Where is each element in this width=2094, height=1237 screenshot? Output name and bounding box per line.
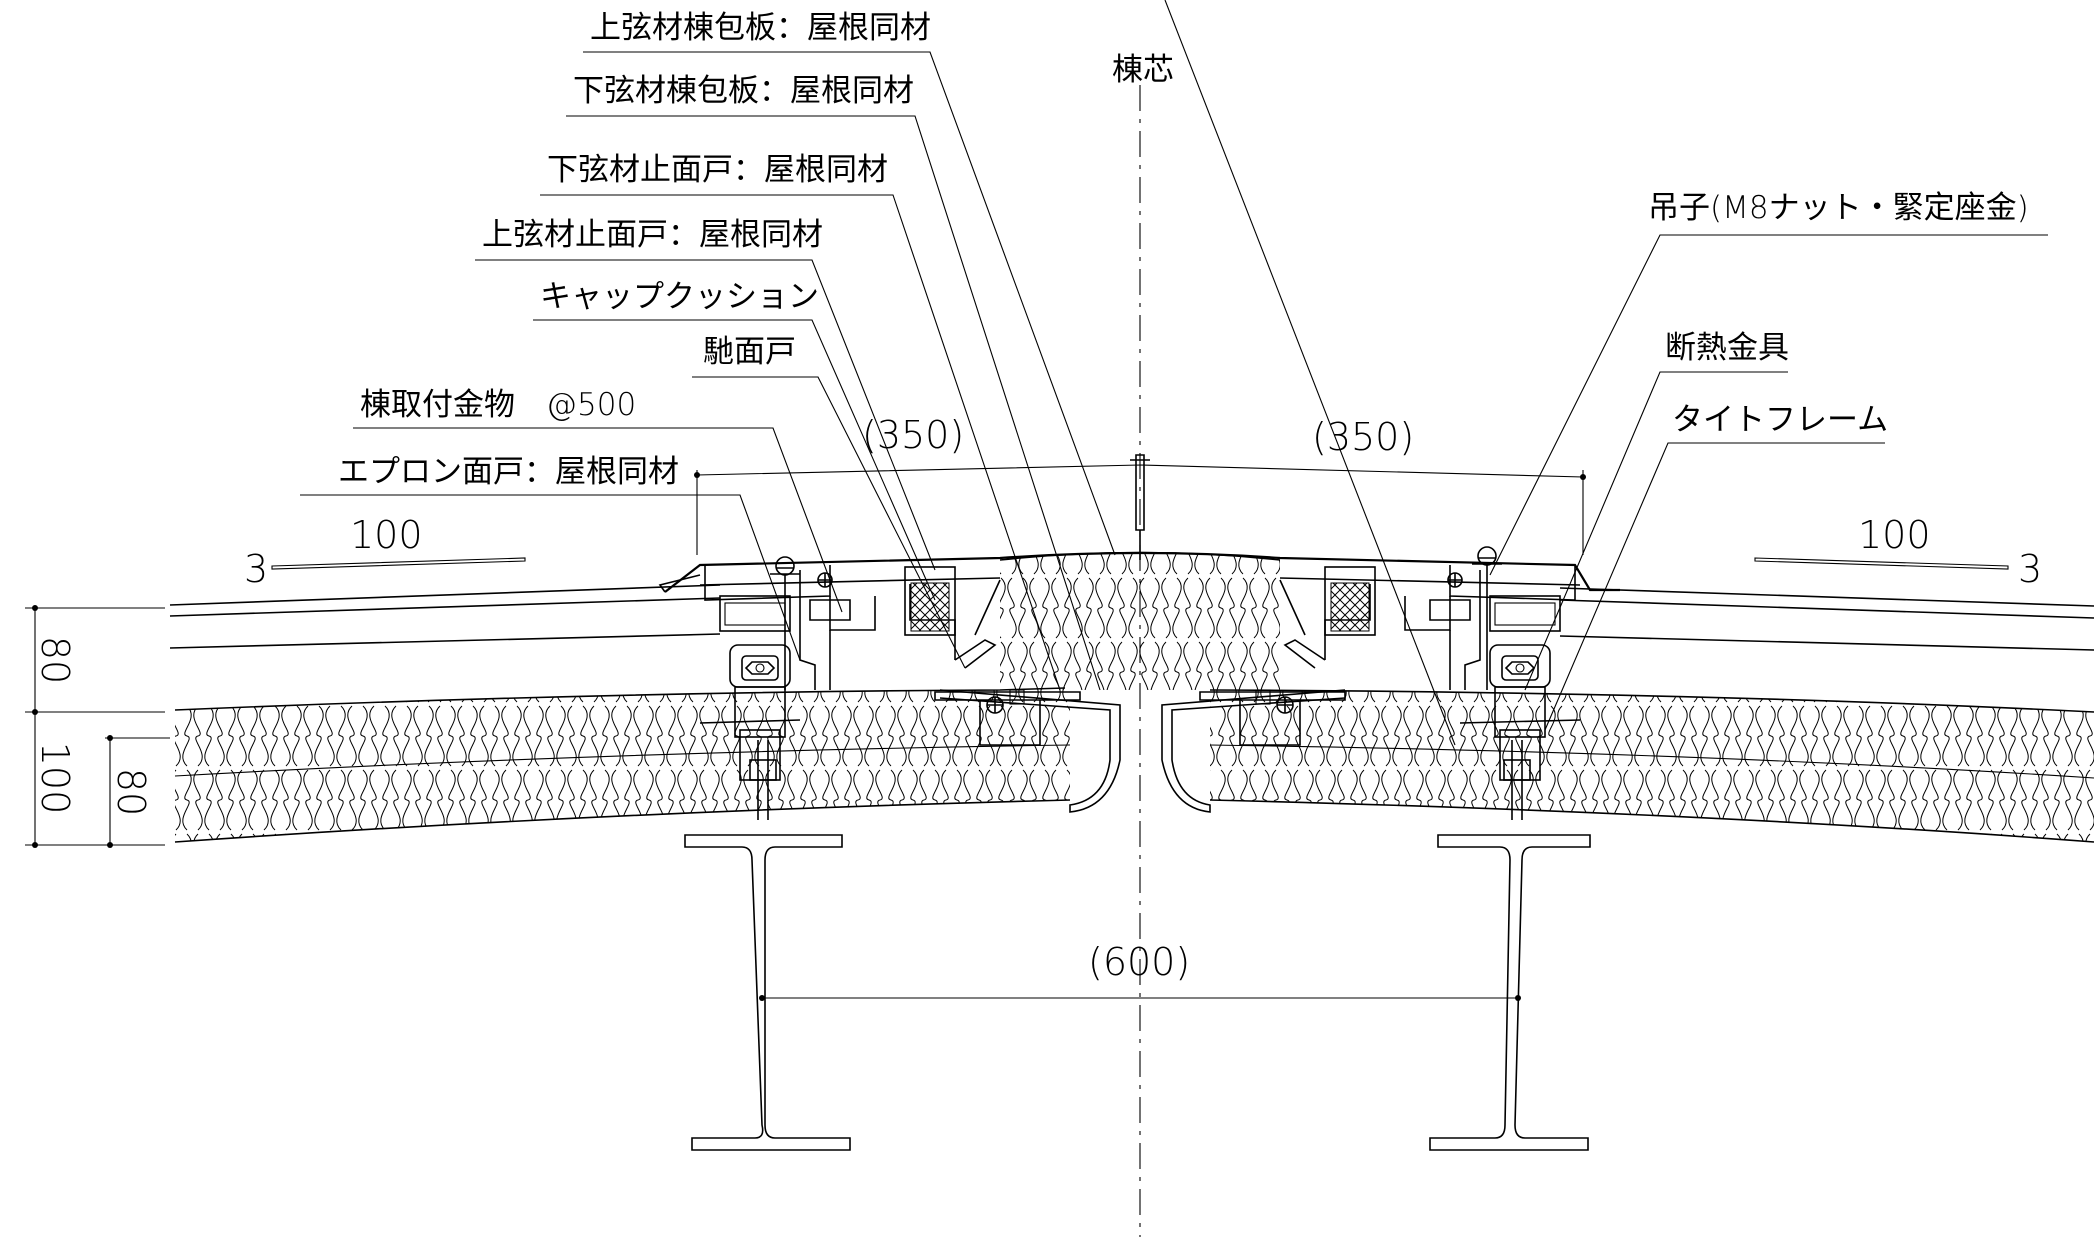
ridge-hardware-left <box>699 556 1001 820</box>
right-span-dimension: (350) <box>1312 415 1414 459</box>
purlin-span-dimension: (600) <box>1088 940 1190 984</box>
svg-text:下弦材棟包板：屋根同材: 下弦材棟包板：屋根同材 <box>573 73 914 109</box>
svg-text:タイトフレーム: タイトフレーム <box>1672 402 1888 438</box>
lower-end-flashing-right <box>1161 689 1346 813</box>
callout-ridge-bracket: 棟取付金物 @500 <box>353 387 843 613</box>
svg-text:吊子(M8ナット・緊定座金): 吊子(M8ナット・緊定座金) <box>1648 190 2029 226</box>
ridge-insulation-fill <box>1000 552 1280 690</box>
svg-text:3: 3 <box>2018 547 2042 591</box>
callout-insulation-bracket: 断熱金具 <box>1524 330 1789 691</box>
lower-roof-panel-left <box>174 687 1071 843</box>
ridge-center-label: 棟芯 <box>1112 52 1174 88</box>
callout-lower-ridge-cover: 下弦材棟包板：屋根同材 <box>566 73 1101 691</box>
lower-bracket-right <box>1199 689 1346 746</box>
depth-dimensions: 80 100 80 <box>25 605 170 848</box>
svg-text:断熱金具: 断熱金具 <box>1665 330 1789 366</box>
callout-lower-stop-closure: 下弦材止面戸：屋根同材 <box>540 152 1061 691</box>
svg-text:上弦材棟包板：屋根同材: 上弦材棟包板：屋根同材 <box>590 10 931 46</box>
purlin-left <box>684 834 851 1151</box>
svg-text:馳面戸: 馳面戸 <box>703 334 796 370</box>
svg-text:100: 100 <box>350 513 423 557</box>
upper-roof-sheets-right <box>1559 587 2094 651</box>
callout-cap-cushion: キャップクッション <box>533 279 936 601</box>
ridge-cap-fastener <box>1130 454 1150 560</box>
callout-apron-closure: エプロン面戸：屋根同材 <box>300 454 801 661</box>
callout-hanger: 吊子(M8ナット・緊定座金) <box>1489 190 2048 576</box>
callout-flat-closure: 馳面戸 <box>692 334 966 669</box>
slope-indicator-left: 100 3 <box>244 513 526 591</box>
cap-cushion-right <box>1324 566 1376 636</box>
ridge-hardware-right <box>1279 546 1581 820</box>
lower-end-flashing-left <box>939 689 1121 813</box>
svg-text:上弦材止面戸：屋根同材: 上弦材止面戸：屋根同材 <box>482 217 823 253</box>
svg-text:キャップクッション: キャップクッション <box>540 279 819 315</box>
callout-upper-stop-closure: 上弦材止面戸：屋根同材 <box>475 217 936 571</box>
callout-long-diagonal <box>1164 0 1456 746</box>
svg-text:棟取付金物 @500: 棟取付金物 @500 <box>360 387 636 423</box>
upper-roof-sheets-left <box>169 584 721 649</box>
callout-tight-frame: タイトフレーム <box>1544 402 1888 731</box>
svg-text:100: 100 <box>33 742 77 815</box>
purlin-right <box>1429 834 1591 1151</box>
cap-cushion-left <box>904 566 956 636</box>
svg-text:80: 80 <box>33 636 77 684</box>
lower-roof-panel-right <box>1209 689 2094 843</box>
lower-bracket-left <box>934 689 1081 746</box>
callout-upper-ridge-cover: 上弦材棟包板：屋根同材 <box>583 10 1116 556</box>
svg-text:100: 100 <box>1858 513 1931 557</box>
svg-text:3: 3 <box>244 547 268 591</box>
left-span-dimension: (350) <box>862 413 964 457</box>
slope-indicator-right: 100 3 <box>1754 513 2042 591</box>
svg-text:エプロン面戸：屋根同材: エプロン面戸：屋根同材 <box>338 454 679 490</box>
upper-ridge-cover-plate <box>664 551 1620 593</box>
svg-text:80: 80 <box>109 768 153 816</box>
svg-text:下弦材止面戸：屋根同材: 下弦材止面戸：屋根同材 <box>547 152 888 188</box>
